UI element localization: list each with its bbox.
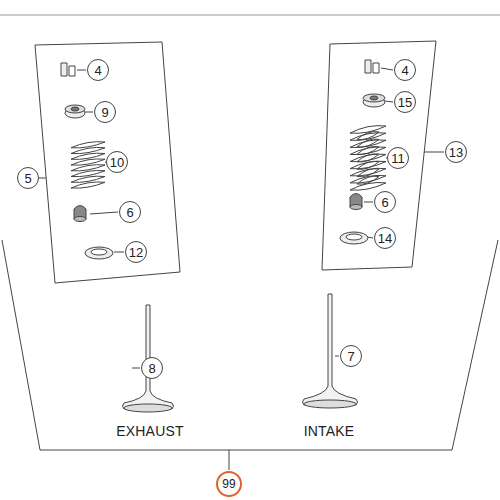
spring-coil <box>357 154 379 162</box>
callout-number: 4 <box>87 59 109 81</box>
spring-coil <box>357 132 379 140</box>
callout-number: 8 <box>141 357 163 379</box>
callout-number: 6 <box>374 191 396 213</box>
spring-coil <box>357 176 379 184</box>
spring-coil <box>350 154 386 162</box>
spring-coil <box>350 161 386 169</box>
spring-coil <box>350 182 386 190</box>
callout-number: 99 <box>216 471 242 497</box>
callout-number: 13 <box>445 141 467 163</box>
callout-number: 11 <box>387 147 409 169</box>
spring-coil <box>350 168 386 176</box>
part-label: EXHAUST <box>116 423 184 439</box>
spring-coil <box>350 175 386 183</box>
spring-coil <box>71 182 105 188</box>
callout-number: 7 <box>340 345 362 367</box>
spring-coil <box>357 146 379 154</box>
spring-coil <box>350 147 386 155</box>
callout-number: 15 <box>394 91 416 113</box>
spring-coil <box>357 169 379 177</box>
part-label: INTAKE <box>304 423 355 439</box>
spring-coil <box>350 126 386 134</box>
callout-number: 9 <box>94 101 116 123</box>
callout-number: 5 <box>17 167 39 189</box>
spring-coil <box>350 133 386 141</box>
spring-coil <box>357 139 379 147</box>
callout-number: 4 <box>394 59 416 81</box>
spring-coil <box>350 140 386 148</box>
callout-number: 12 <box>125 241 147 263</box>
spring-coil <box>357 161 379 169</box>
callout-number: 10 <box>106 151 128 173</box>
callout-number: 6 <box>119 201 141 223</box>
callout-number: 14 <box>374 227 396 249</box>
